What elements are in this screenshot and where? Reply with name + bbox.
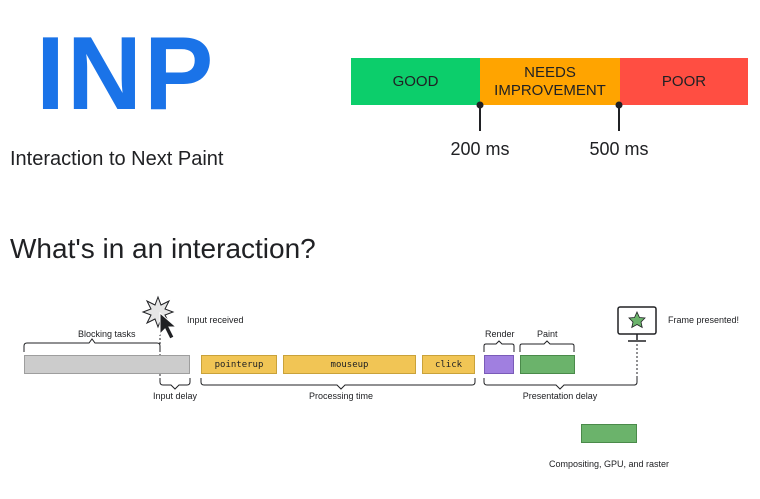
presentation-delay-label: Presentation delay [522, 391, 598, 401]
threshold-good-label: GOOD [392, 72, 439, 90]
render-block [484, 355, 514, 374]
monitor-icon [617, 306, 657, 342]
input-received-label: Input received [187, 315, 244, 325]
paint-brace [519, 340, 575, 352]
inp-logo: INP [36, 16, 216, 132]
threshold-good: GOOD [351, 58, 480, 105]
star-icon [628, 311, 646, 329]
frame-presented-label: Frame presented! [668, 315, 740, 325]
threshold-bar: GOOD NEEDS IMPROVEMENT POOR [351, 58, 748, 105]
threshold-needs-improvement-label: NEEDS IMPROVEMENT [494, 63, 606, 99]
threshold-marker-500 [615, 101, 623, 131]
compositing-block [581, 424, 637, 443]
processing-time-label: Processing time [308, 391, 374, 401]
processing-time-brace [200, 378, 476, 390]
threshold-label-500: 500 ms [589, 139, 649, 159]
blocking-tasks-brace [23, 338, 161, 352]
cursor-icon [159, 311, 178, 340]
mouseup-task: mouseup [283, 355, 416, 374]
mouseup-task-label: mouseup [330, 359, 369, 370]
threshold-marker-200 [476, 101, 484, 131]
render-label: Render [485, 329, 515, 339]
paint-label: Paint [537, 329, 558, 339]
page-subtitle: Interaction to Next Paint [10, 148, 224, 170]
pointerup-task-label: pointerup [214, 359, 264, 370]
blocking-tasks-block [24, 355, 190, 374]
threshold-label-200: 200 ms [450, 139, 510, 159]
threshold-needs-improvement: NEEDS IMPROVEMENT [480, 58, 620, 105]
click-task-label: click [434, 359, 463, 370]
input-delay-brace [159, 378, 191, 390]
input-delay-label: Input delay [152, 391, 198, 401]
section-title: What's in an interaction? [10, 233, 316, 264]
render-brace [483, 340, 515, 352]
click-task: click [422, 355, 475, 374]
pointerup-task: pointerup [201, 355, 277, 374]
paint-block [520, 355, 575, 374]
threshold-poor-label: POOR [661, 72, 707, 90]
compositing-label: Compositing, GPU, and raster [548, 459, 670, 469]
blocking-tasks-label: Blocking tasks [78, 329, 136, 339]
presentation-delay-brace [483, 378, 638, 390]
threshold-poor: POOR [620, 58, 748, 105]
